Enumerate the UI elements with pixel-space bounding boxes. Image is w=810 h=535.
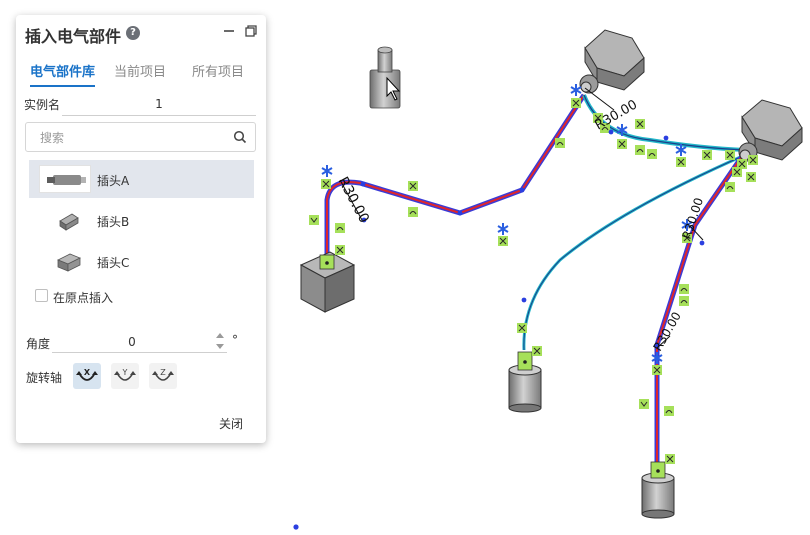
dimension-annotations: R30.00 R30.00 R30.00 R30.00: [334, 87, 706, 354]
angle-label: 角度: [26, 337, 51, 351]
hex-connector-right[interactable]: [738, 99, 803, 162]
hex-connector-top[interactable]: [579, 29, 645, 94]
search-input[interactable]: [38, 128, 222, 148]
angle-underline: [52, 352, 227, 353]
plug-a-label: 插头A: [97, 174, 130, 188]
tab-electrical-library[interactable]: 电气部件库: [30, 61, 96, 87]
rotate-z-glyph: Z: [160, 368, 166, 377]
source-tabs: 电气部件库 当前项目 所有项目: [16, 61, 266, 87]
rotate-y-icon: Y: [114, 368, 136, 381]
search-icon[interactable]: [233, 130, 247, 144]
rotate-axis-label: 旋转轴: [26, 371, 63, 385]
instance-name-label: 实例名: [24, 98, 61, 112]
dimension-label-1: R30.00: [334, 174, 372, 225]
list-item-plug-b[interactable]: 插头B: [29, 201, 254, 239]
wire-segment-1[interactable]: [324, 93, 587, 255]
list-item-plug-a[interactable]: 插头A: [29, 160, 254, 198]
angle-unit: °: [232, 333, 238, 347]
insert-electrical-part-panel: 插入电气部件 ? 电气部件库 当前项目 所有项目 实例名 1 插头A: [16, 15, 266, 443]
insert-at-origin-checkbox[interactable]: [35, 289, 48, 302]
rotate-y-glyph: Y: [122, 368, 128, 377]
plug-a-thumbnail: [39, 165, 91, 193]
instance-name-input[interactable]: 1: [155, 97, 163, 111]
floating-plug-model[interactable]: [369, 46, 401, 109]
angle-spinner-icon[interactable]: [215, 330, 225, 352]
rotate-x-glyph: X: [84, 368, 91, 377]
cylinder-connector-bottom[interactable]: [641, 461, 675, 519]
insert-at-origin-label: 在原点插入: [53, 291, 114, 305]
restore-window-icon[interactable]: [244, 24, 258, 38]
dimension-label-2: R30.00: [593, 97, 641, 133]
angle-input[interactable]: 0: [128, 335, 136, 349]
tab-all-projects[interactable]: 所有项目: [192, 65, 245, 80]
list-item-plug-c[interactable]: 插头C: [29, 242, 254, 280]
rotate-z-button[interactable]: Z: [149, 363, 177, 389]
rotate-z-icon: Z: [152, 368, 174, 381]
rotate-y-button[interactable]: Y: [111, 363, 139, 389]
help-icon[interactable]: ?: [126, 26, 140, 40]
control-points[interactable]: [293, 129, 705, 530]
panel-title: 插入电气部件: [25, 27, 122, 46]
wire-segment-3[interactable]: [522, 153, 746, 351]
search-box: [25, 122, 256, 152]
rotate-x-icon: X: [76, 368, 98, 381]
minimize-icon[interactable]: [222, 24, 236, 38]
plug-b-thumbnail: [59, 213, 79, 231]
dimension-label-4: R30.00: [650, 310, 683, 354]
plug-b-label: 插头B: [97, 215, 130, 229]
plug-c-thumbnail: [57, 253, 81, 272]
plug-c-label: 插头C: [97, 256, 130, 270]
cylinder-connector-middle[interactable]: [508, 351, 542, 413]
rotate-x-button[interactable]: X: [73, 363, 101, 389]
box-connector[interactable]: [299, 251, 356, 313]
close-button[interactable]: 关闭: [219, 417, 244, 431]
instance-name-underline: [62, 115, 256, 116]
tab-current-project[interactable]: 当前项目: [114, 65, 167, 80]
